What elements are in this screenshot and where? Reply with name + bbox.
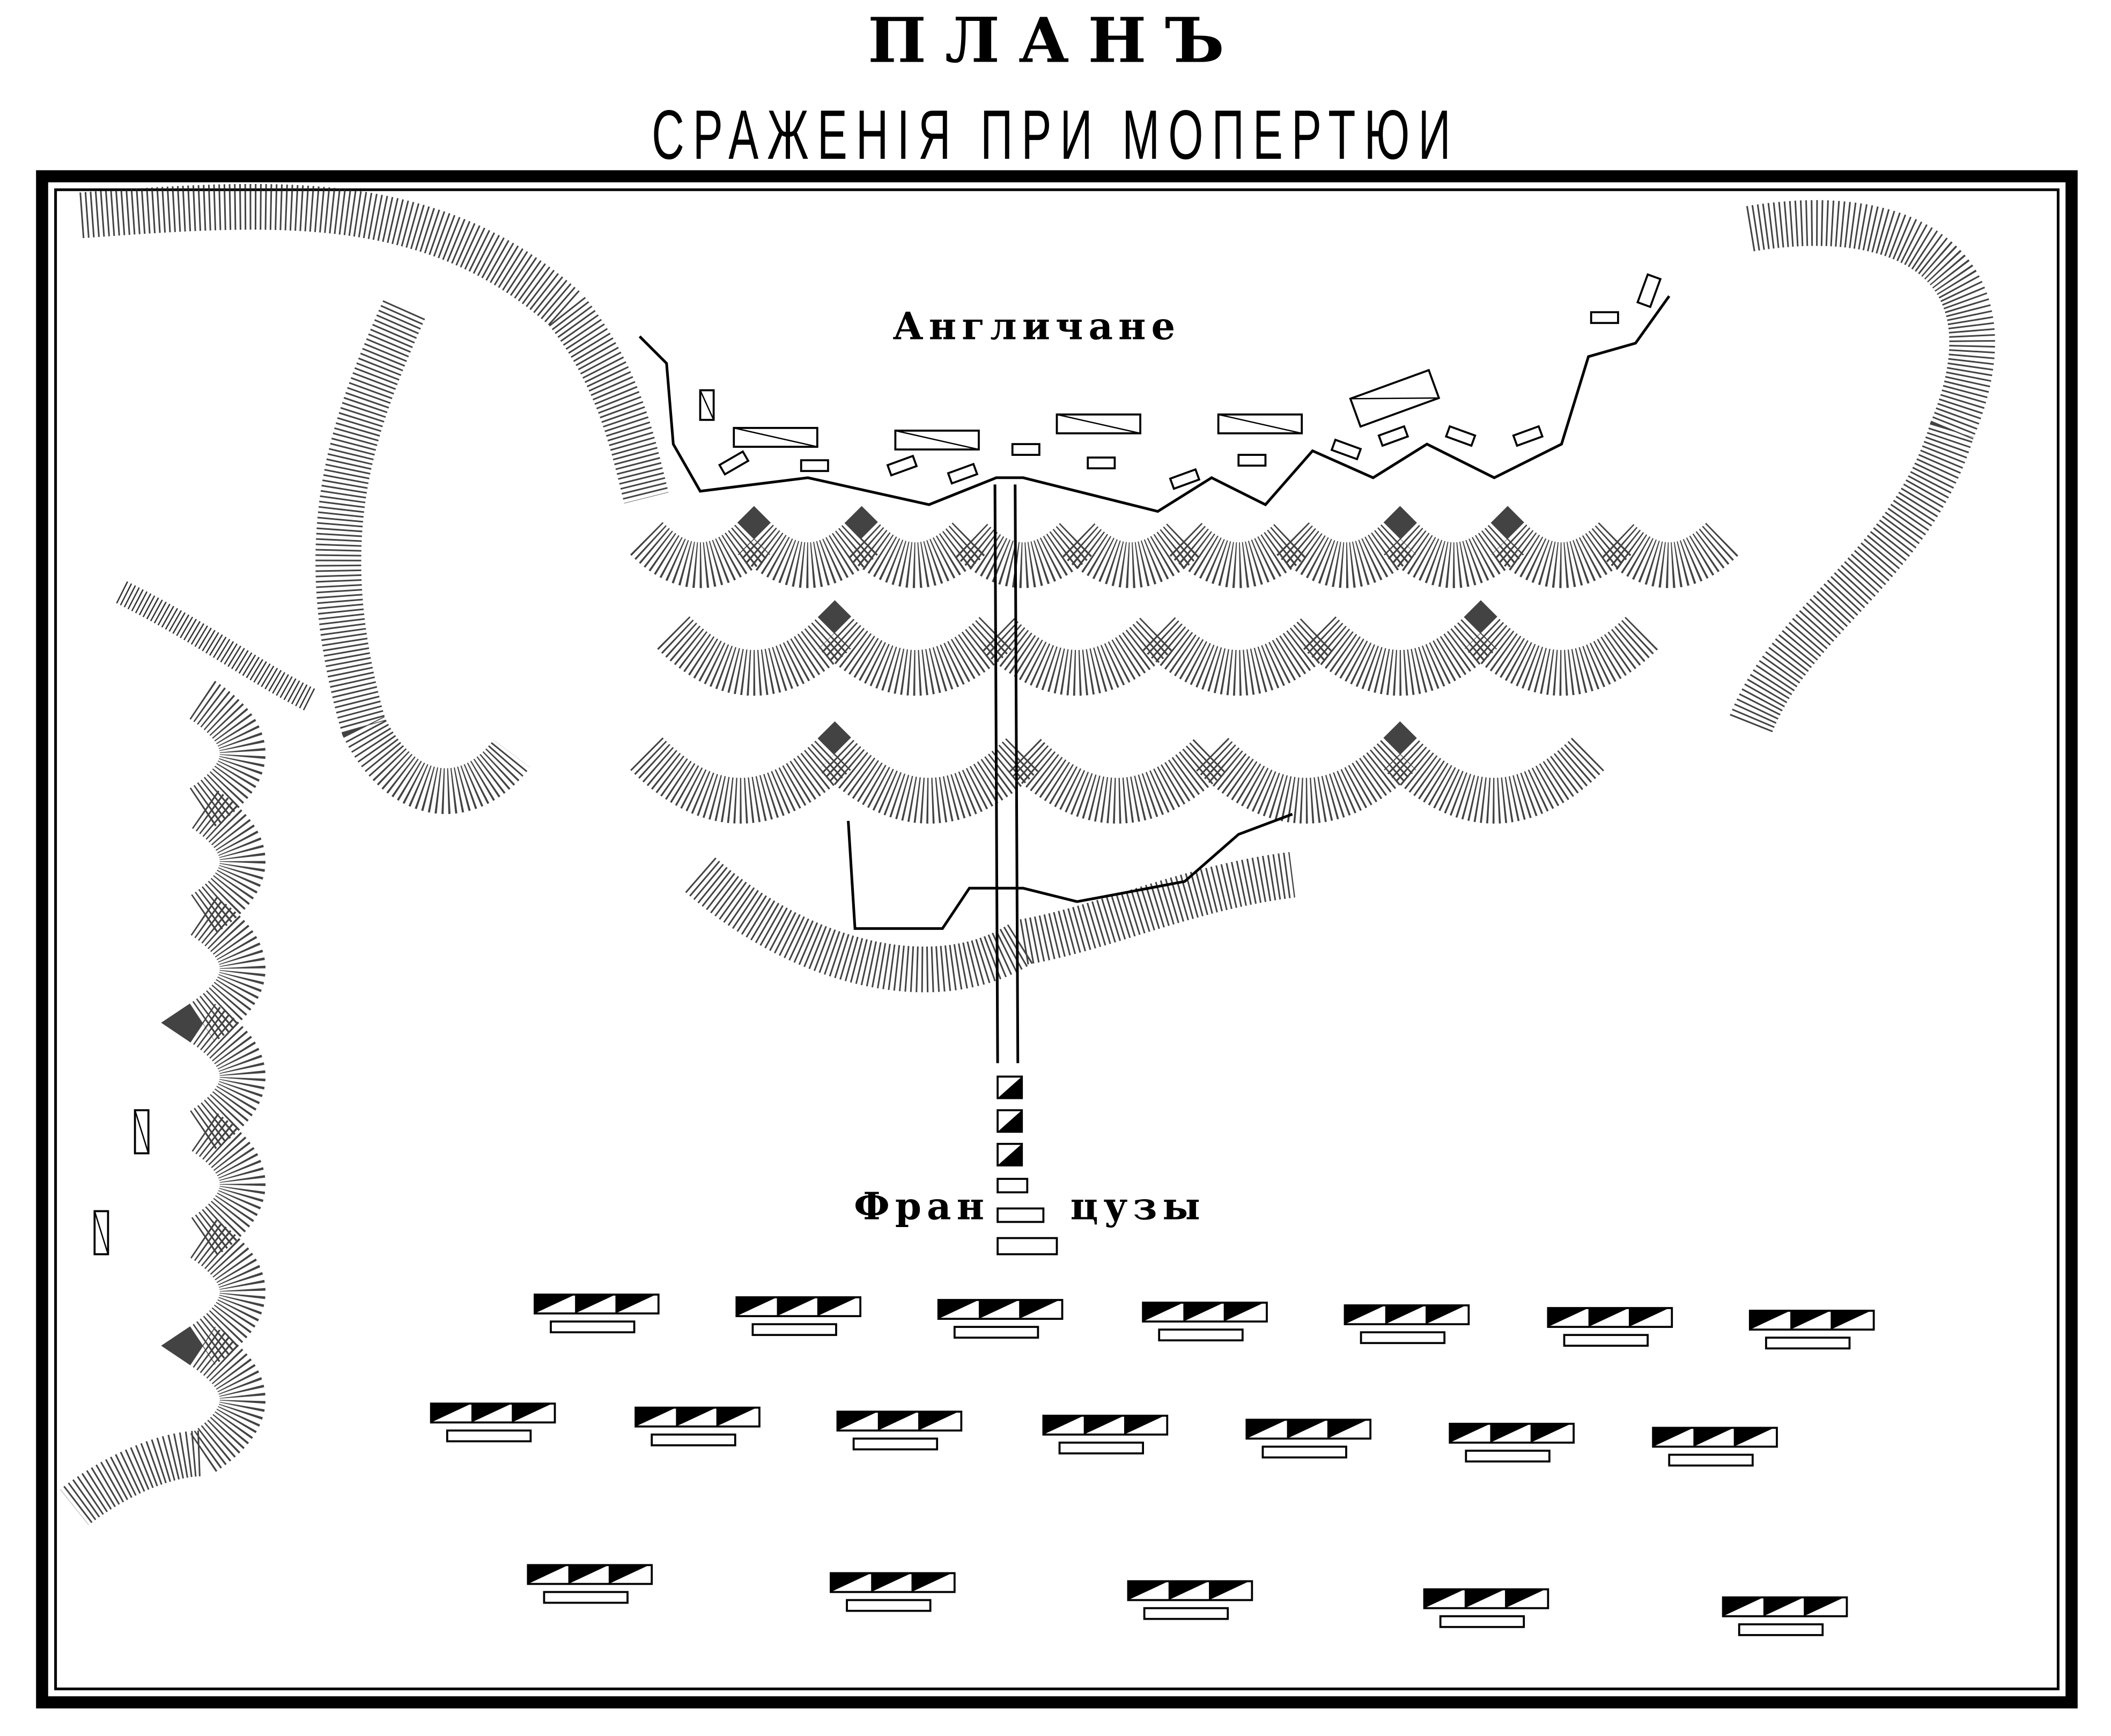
english-unit: [1011, 443, 1040, 456]
french-unit: [1449, 1422, 1575, 1462]
english-unit: [1169, 468, 1201, 490]
road-left: [993, 484, 999, 1063]
french-unit: [830, 1572, 956, 1612]
english-unit: [1237, 454, 1267, 467]
hill-ridge-upper: [630, 506, 1739, 588]
label-french-part1: Фран: [854, 1184, 990, 1228]
french-unit: [937, 1299, 1064, 1339]
english-unit: [1217, 413, 1303, 434]
hill-west-ridge: [116, 581, 315, 711]
english-unit: [1512, 425, 1544, 447]
english-unit: [134, 1109, 150, 1155]
hill-ridge-middle: [657, 600, 1659, 696]
english-unit: [947, 462, 979, 485]
hill-northwest: [79, 183, 669, 504]
hill-northeast: [1728, 200, 1995, 735]
french-unit: [1547, 1307, 1673, 1347]
english-units: [93, 273, 1662, 1255]
english-unit: [894, 430, 980, 450]
french-unit: [1042, 1414, 1169, 1454]
outer-frame: [36, 170, 2078, 1709]
inner-frame: [54, 188, 2060, 1690]
french-unit: [1423, 1588, 1549, 1628]
french-units: [430, 1075, 1875, 1636]
french-unit: [1127, 1580, 1253, 1620]
label-english: Англичане: [893, 304, 1181, 348]
map-subtitle: СРАЖЕНІЯ ПРИ МОПЕРТЮИ: [652, 95, 1459, 174]
french-unit: [735, 1296, 862, 1336]
hill-hachures: [60, 183, 1995, 1526]
english-unit: [800, 459, 829, 472]
english-unit: [1330, 438, 1362, 461]
hill-west-spur: [315, 300, 530, 814]
french-unit: [534, 1294, 660, 1334]
english-unit: [93, 1210, 109, 1255]
french-unit: [1142, 1302, 1268, 1342]
french-unit: [1245, 1419, 1372, 1459]
french-unit: [1748, 1310, 1875, 1350]
hill-ridge-lower: [630, 721, 1605, 824]
hill-west-edge: [60, 681, 265, 1526]
english-unit: [1377, 425, 1409, 447]
english-unit: [1590, 311, 1619, 324]
english-unit: [886, 454, 918, 477]
french-unit: [527, 1564, 653, 1604]
english-unit: [1444, 425, 1477, 447]
french-unit: [1652, 1427, 1778, 1467]
french-unit: [836, 1410, 963, 1451]
road-right: [1014, 484, 1020, 1063]
english-unit: [1636, 273, 1662, 308]
english-unit: [699, 389, 715, 421]
label-french-part2: цузы: [1071, 1184, 1206, 1228]
english-unit: [1349, 368, 1441, 428]
french-unit: [1722, 1596, 1848, 1636]
english-unit: [1087, 456, 1116, 470]
french-column: [997, 1075, 1058, 1255]
french-unit: [430, 1402, 556, 1443]
english-unit: [733, 427, 818, 448]
french-unit: [634, 1406, 761, 1446]
hedge-line: [847, 812, 1293, 930]
english-unit: [718, 450, 750, 476]
english-unit: [1056, 413, 1141, 434]
english-entrenchment-line: [638, 295, 1671, 513]
map-title: ПЛАНЪ: [868, 4, 1243, 77]
french-unit: [1344, 1304, 1470, 1345]
